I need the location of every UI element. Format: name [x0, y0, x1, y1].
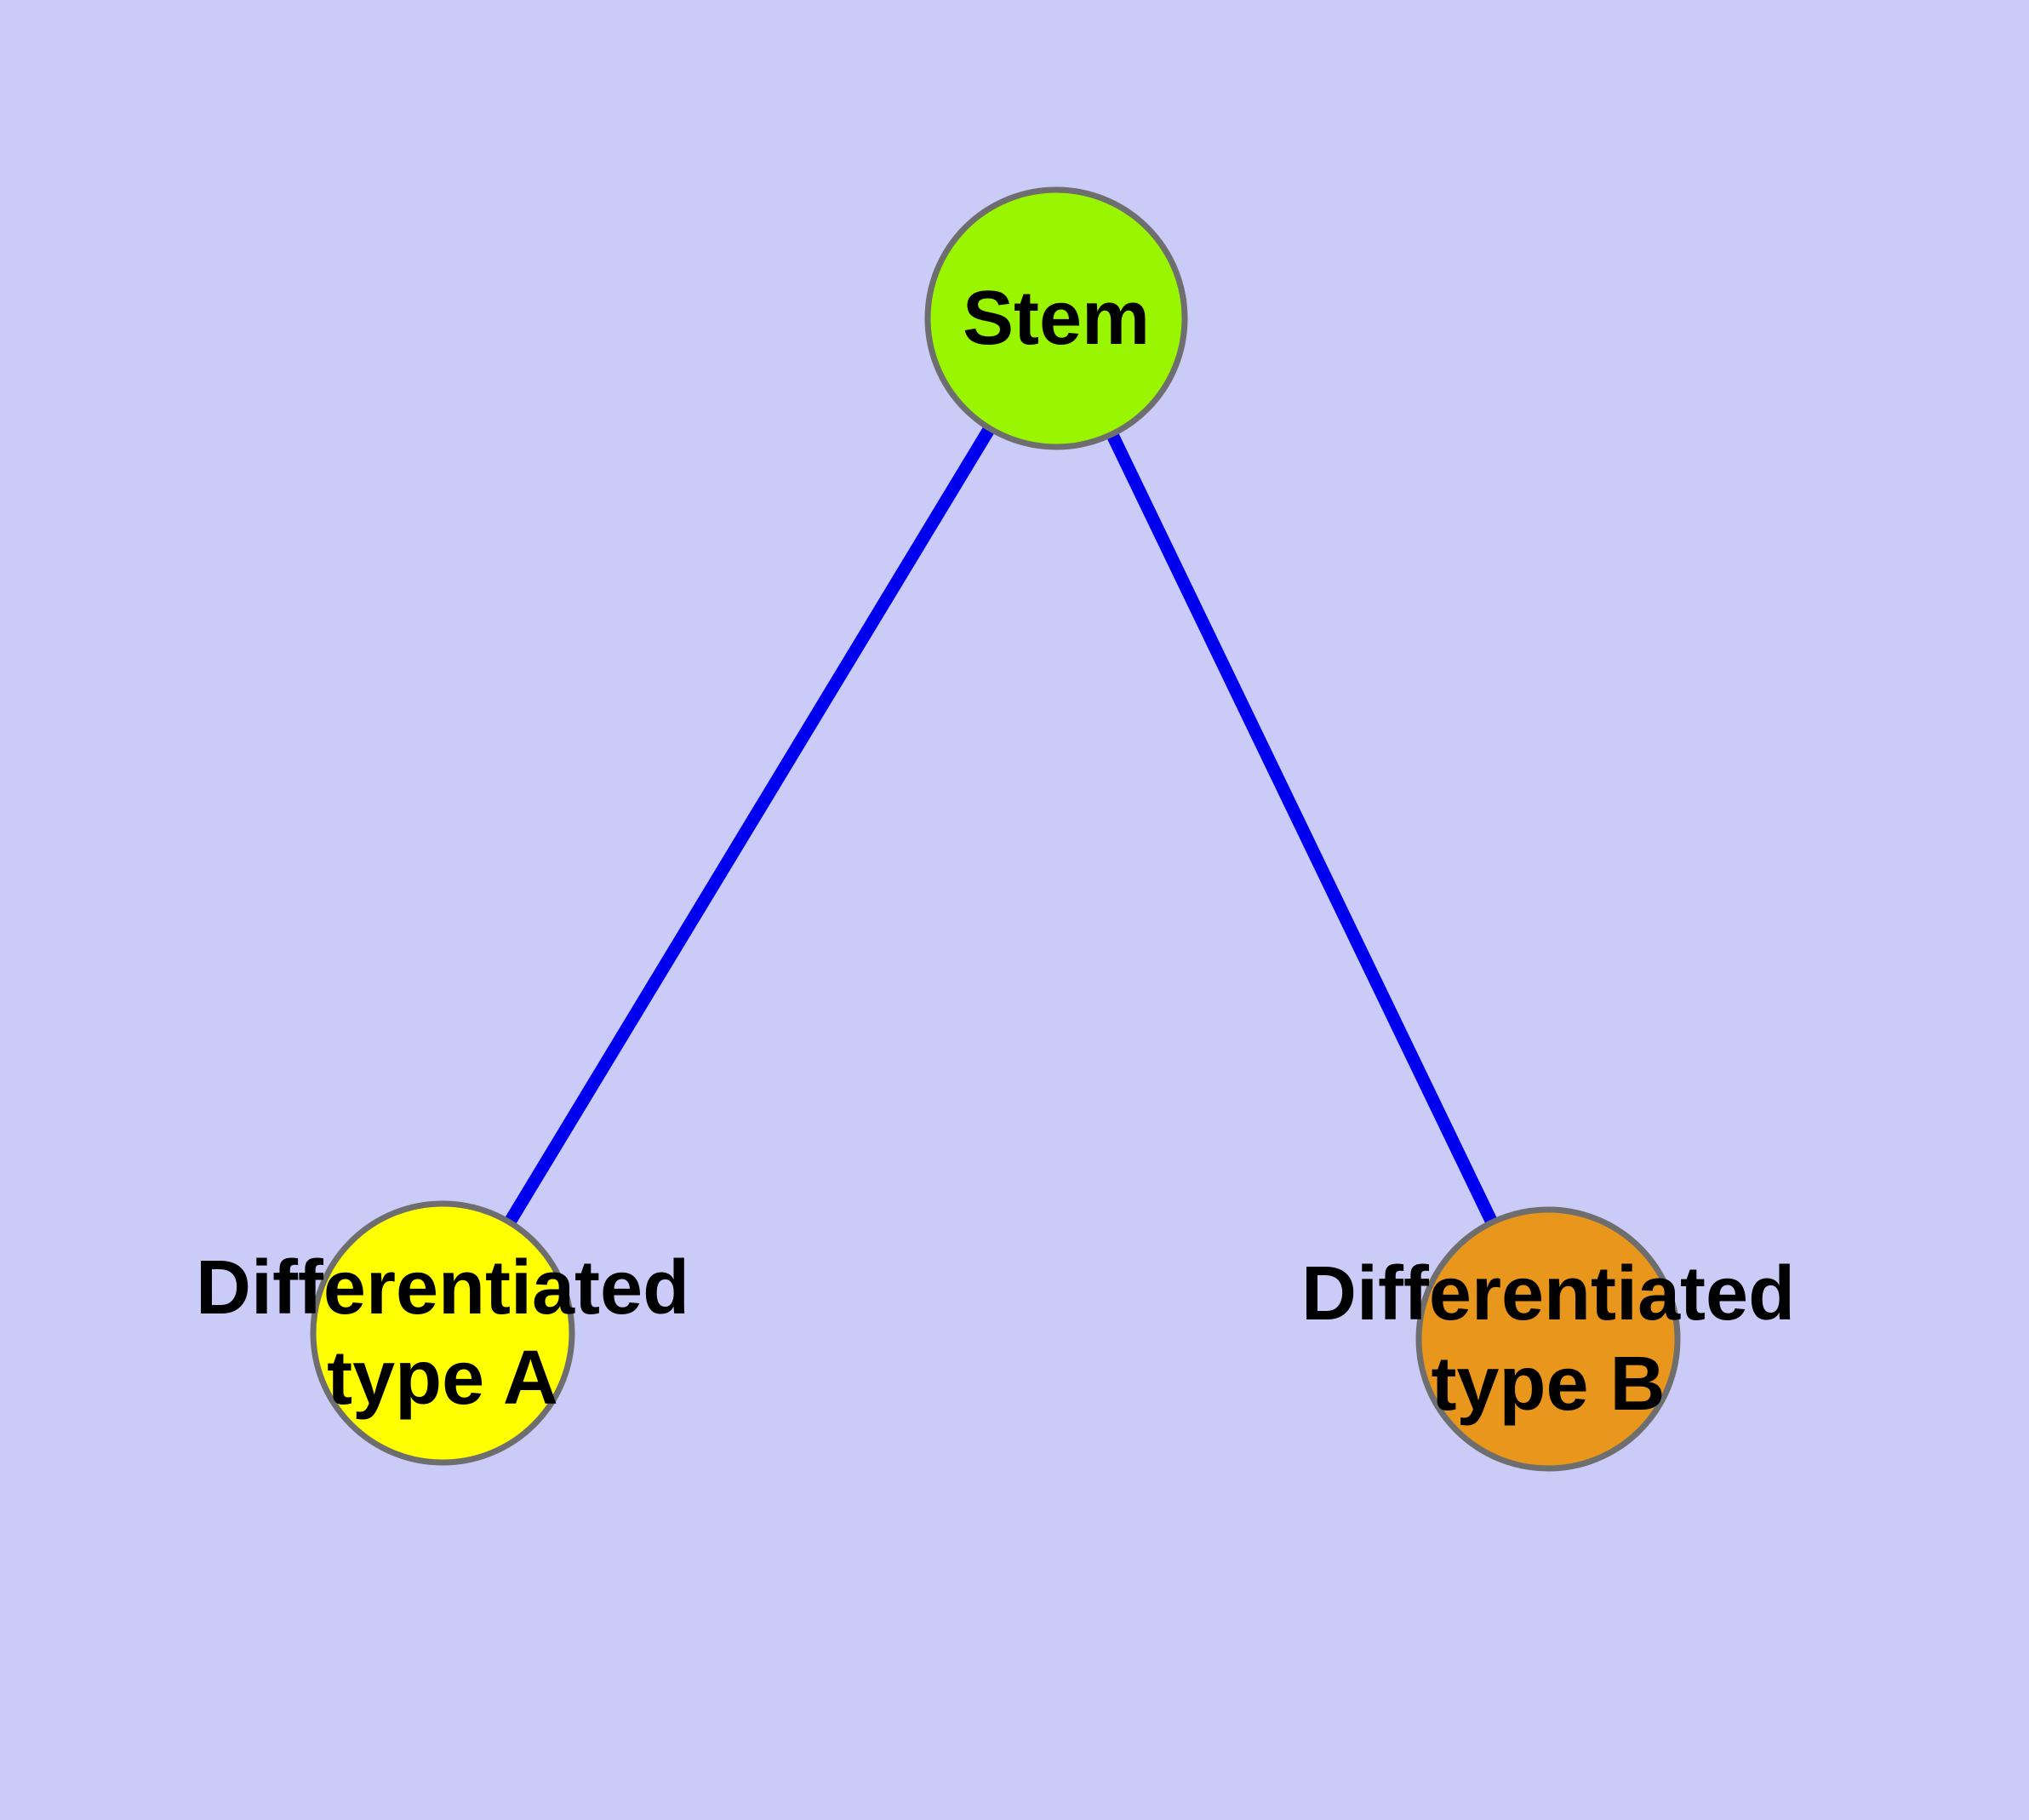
edge-stem-to-type-b — [1050, 315, 1554, 1342]
node-type-b-circle — [1415, 1206, 1681, 1472]
edge-stem-to-type-a — [437, 315, 1062, 1336]
node-type-a-circle — [310, 1200, 575, 1466]
node-stem-circle — [924, 186, 1188, 450]
